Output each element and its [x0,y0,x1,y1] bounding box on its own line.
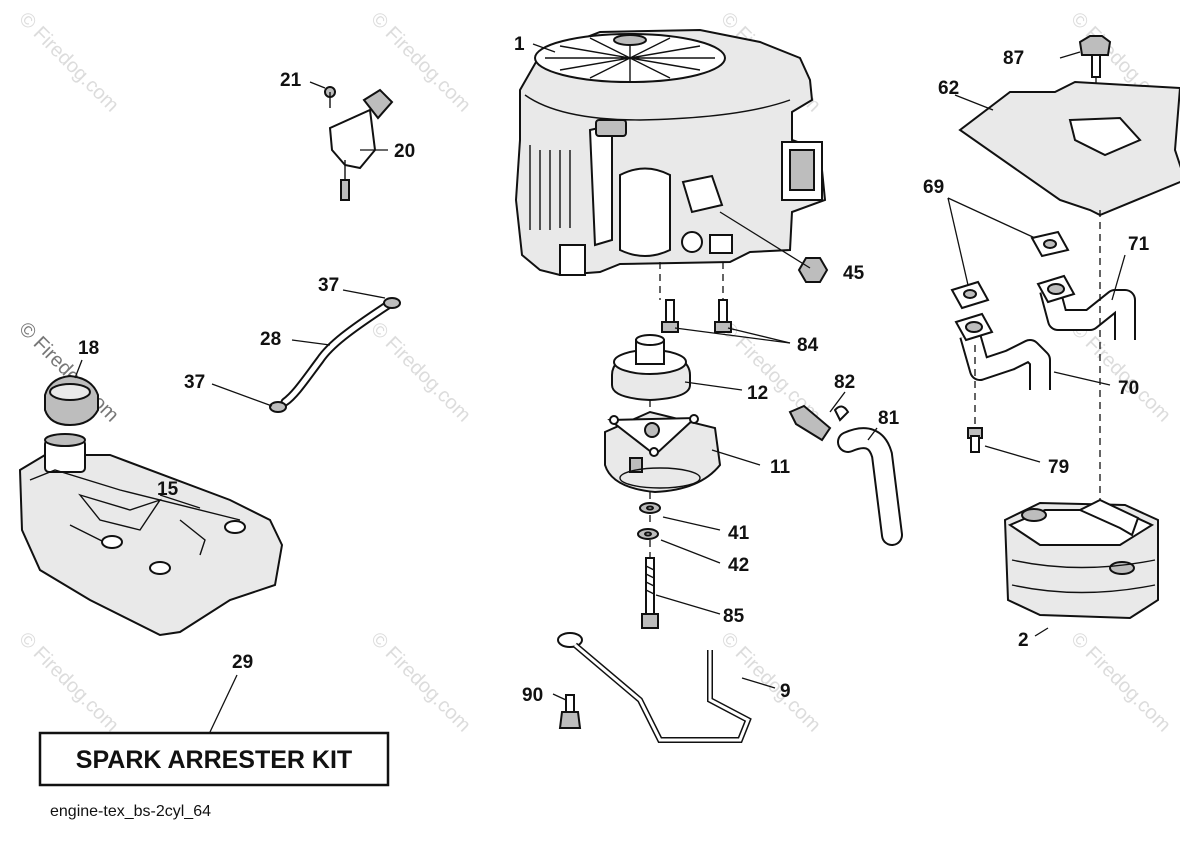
spark-arrester-kit-box: SPARK ARRESTER KIT [38,731,390,787]
engine-part [514,28,827,277]
watermark: © Firedog.com [1066,628,1175,737]
rod-part [557,632,752,743]
callout-90: 90 [522,685,543,706]
fuel-cap-part [44,374,99,427]
callout-69: 69 [923,177,944,198]
diagram-code: engine-tex_bs-2cyl_64 [50,803,211,820]
callout-12: 12 [747,383,768,404]
callout-9: 9 [780,681,791,702]
callout-41: 41 [728,523,750,544]
shield-part [958,35,1180,217]
exhaust-pipe-part [1036,274,1136,340]
long-bolt-part [641,540,659,629]
callout-42: 42 [728,555,749,576]
callout-18: 18 [78,338,99,359]
pulley-part [611,334,691,402]
bolt-part [558,694,582,729]
callout-87: 87 [1003,48,1024,69]
callout-28: 28 [260,329,281,350]
hose-part [837,427,903,546]
bolts-part [659,262,732,333]
callout-15: 15 [157,479,179,500]
fuel-line-part [269,297,401,413]
callout-79: 79 [1048,457,1069,478]
nut-part [797,257,829,283]
kit-label: SPARK ARRESTER KIT [76,746,352,774]
fitting-part [788,404,850,442]
fuel-tank-part [18,433,284,637]
exhaust-pipe-part [954,312,1051,390]
watermark: © Firedog.com [716,628,825,737]
callout-84: 84 [797,335,819,356]
callout-37: 37 [184,372,205,393]
callout-70: 70 [1118,378,1139,399]
callout-71: 71 [1128,234,1150,255]
callout-2: 2 [1018,630,1029,651]
callout-62: 62 [938,78,959,99]
callout-29: 29 [232,652,253,673]
callout-20: 20 [394,141,415,162]
callout-82: 82 [834,372,855,393]
callout-37: 37 [318,275,339,296]
callout-81: 81 [878,408,900,429]
callout-45: 45 [843,263,865,284]
callout-labels: 1 2 9 11 12 15 18 20 21 28 29 37 37 41 4… [78,34,1150,706]
gaskets-part [950,230,1070,310]
watermark: © Firedog.com [14,8,123,117]
clutch-part [604,400,722,494]
watermark: © Firedog.com [366,318,475,427]
callout-11: 11 [770,457,791,478]
callout-21: 21 [280,70,302,91]
leader-lines [74,43,1126,733]
watermark: © Firedog.com [366,628,475,737]
washers-part [637,492,661,540]
muffler-part [1003,498,1159,620]
bolt-part [967,210,1101,505]
callout-1: 1 [514,34,525,55]
throttle-control-part [324,86,394,201]
watermark: © Firedog.com [14,628,123,737]
callout-85: 85 [723,606,745,627]
